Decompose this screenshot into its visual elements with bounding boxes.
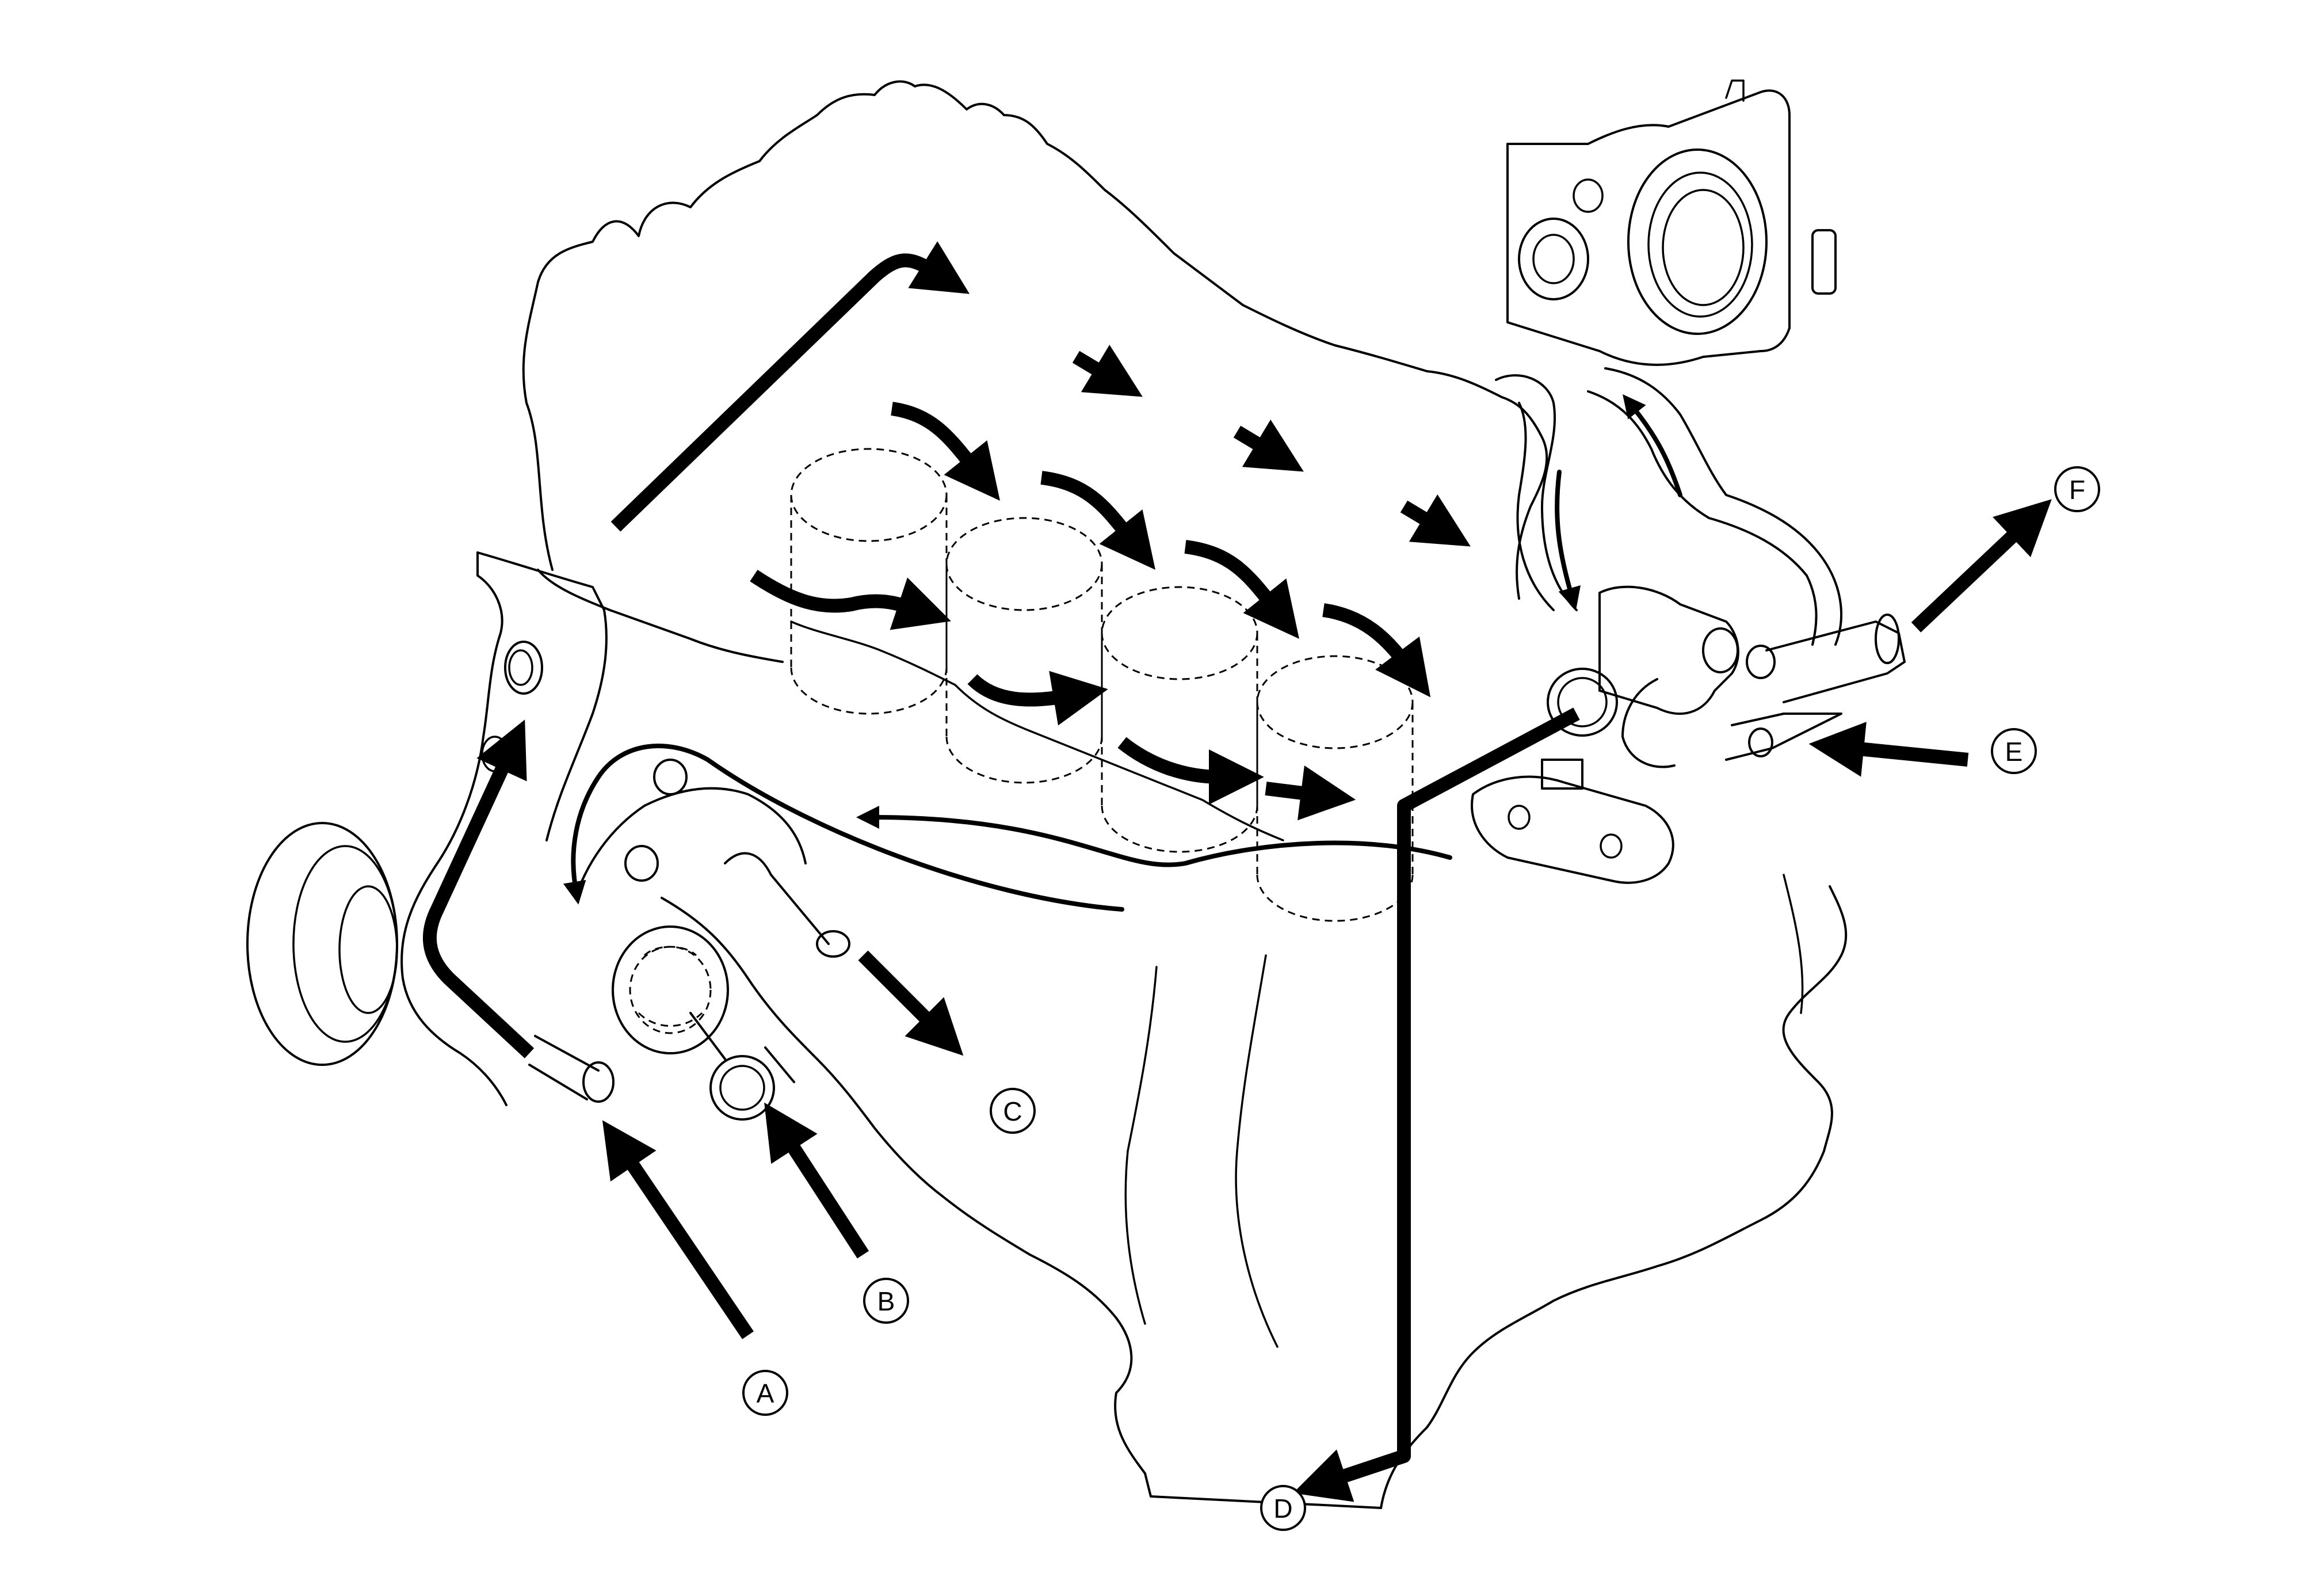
flow-arrow-return-left	[563, 744, 1124, 912]
callout-a: A	[742, 1370, 788, 1416]
flow-arrows	[422, 241, 2052, 1502]
callout-c-label: C	[1003, 1096, 1022, 1126]
callout-f: F	[2054, 466, 2100, 512]
flow-arrow-head-2	[1233, 419, 1304, 472]
callout-d: D	[1260, 1485, 1306, 1531]
flow-arrow-a	[602, 1120, 754, 1339]
flow-arrow-f	[1911, 499, 2052, 633]
flow-arrow-curve-4	[1322, 603, 1431, 698]
callout-b-label: B	[877, 1286, 895, 1316]
cylinder-2	[945, 517, 1103, 784]
throttle-body	[1506, 79, 1837, 366]
water-pump-housing	[246, 551, 850, 1121]
flow-arrow-curve-3	[1184, 540, 1299, 639]
flow-arrow-curve-1	[891, 402, 1000, 501]
flow-arrow-c	[858, 950, 964, 1056]
flow-arrow-return-top	[856, 806, 1452, 867]
throttle-coolant-hoses	[1471, 367, 1906, 884]
flow-arrow-b	[764, 1102, 869, 1259]
thin-flow-arrows	[563, 394, 1682, 912]
callout-a-label: A	[757, 1378, 774, 1408]
flow-arrow-e	[1808, 722, 1969, 777]
flow-arrow-hose-down	[1555, 470, 1581, 611]
flow-arrow-curve-5	[750, 570, 951, 630]
callout-f-label: F	[2069, 475, 2085, 505]
callout-b: B	[863, 1278, 909, 1324]
callout-e: E	[1991, 728, 2037, 774]
cylinder-3	[1101, 586, 1258, 853]
flow-arrow-d	[1293, 707, 1580, 1502]
cylinder-1	[790, 448, 948, 715]
flow-arrow-hose-up	[1623, 394, 1682, 497]
callout-c: C	[990, 1088, 1036, 1134]
flow-arrow-pump-up	[422, 719, 535, 1058]
callout-d-label: D	[1273, 1494, 1292, 1523]
flow-arrow-curve-7	[1117, 737, 1264, 805]
flow-arrow-curve-6	[967, 671, 1108, 726]
flow-arrow-curve-8	[1265, 765, 1356, 821]
flow-arrow-block-inlet	[610, 241, 970, 532]
flow-arrow-curve-2	[1040, 471, 1155, 570]
callout-e-label: E	[2005, 737, 2023, 767]
flow-arrow-head-3	[1400, 494, 1471, 547]
engine-block-outline	[522, 80, 1848, 1509]
flow-arrow-head-1	[1072, 344, 1143, 397]
